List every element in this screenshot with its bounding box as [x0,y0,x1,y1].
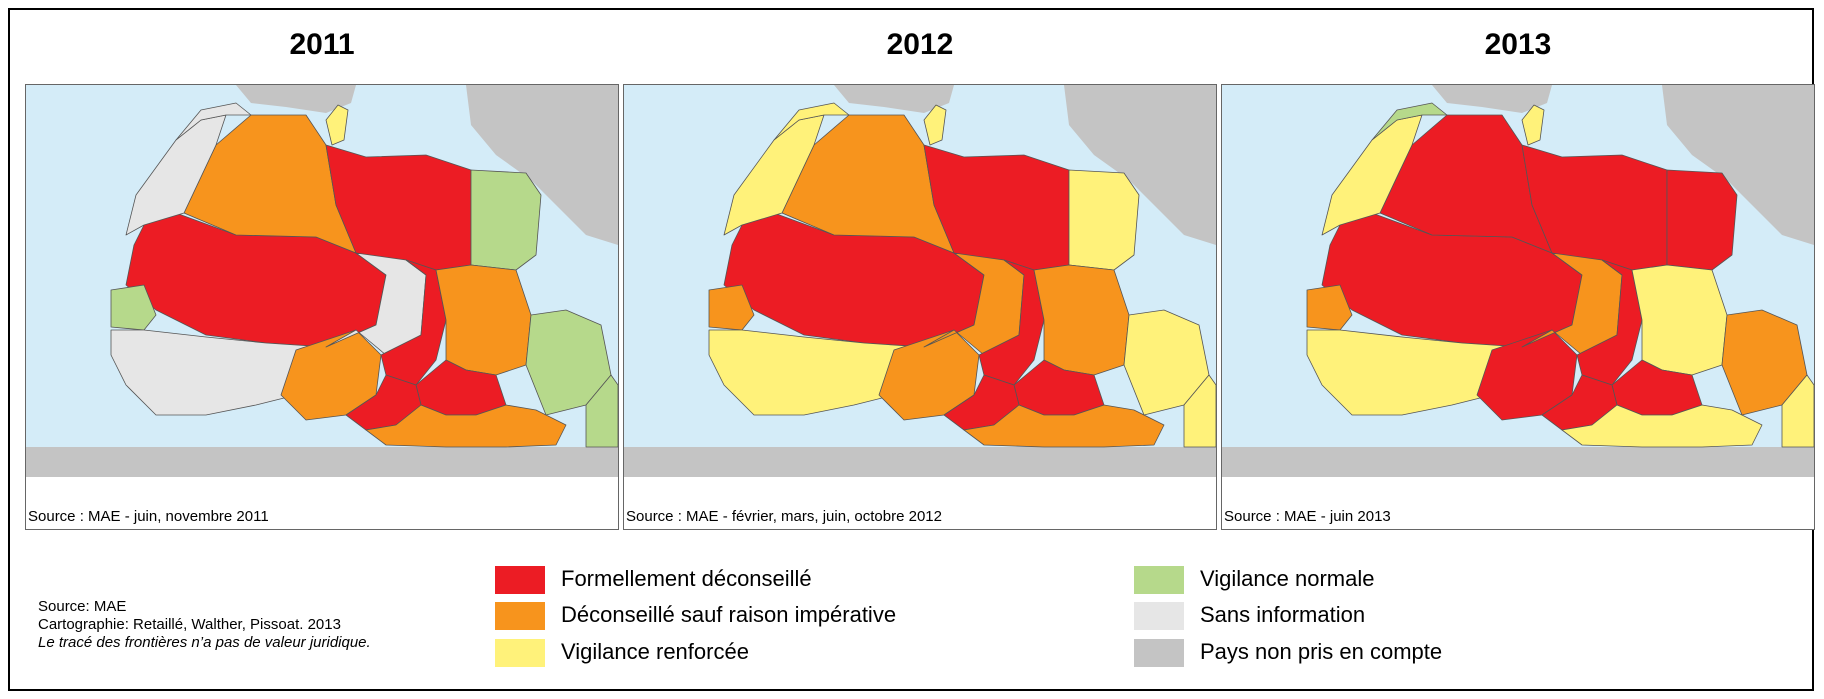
region-senegal [110,284,157,331]
map-source-2011: Source : MAE - juin, novembre 2011 [28,508,269,525]
legend-swatch [1134,639,1184,667]
land-other-north [1432,85,1552,113]
region-somalia [585,374,618,448]
region-egypt [1068,169,1140,271]
land-other-south [26,447,618,477]
land-other-south [624,447,1216,477]
credits-cartography: Cartographie: Retaillé, Walther, Pissoat… [38,616,341,633]
credits-block: Source: MAE Cartographie: Retaillé, Walt… [38,598,371,652]
region-somalia [1781,374,1814,448]
region-morocco [175,102,252,141]
region-morocco [1371,102,1448,141]
map-panel-2011: Source : MAE - juin, novembre 2011 [25,84,619,530]
map-source-2012: Source : MAE - février, mars, juin, octo… [626,508,942,525]
region-senegal [708,284,755,331]
region-tunisia [1521,104,1545,146]
year-title-2013: 2013 [1484,28,1552,61]
region-tunisia [923,104,947,146]
region-southStrip [963,404,1165,448]
legend-swatch [495,639,545,667]
land-other-northeast [466,85,618,245]
legend-swatch [495,566,545,594]
legend-label: Formellement déconseillé [561,566,812,591]
region-somalia [1183,374,1216,448]
map-2012 [624,85,1216,477]
legend-label: Vigilance normale [1200,566,1375,591]
map-panel-2013: Source : MAE - juin 2013 [1221,84,1815,530]
credits-border-note: Le tracé des frontières n’a pas de valeu… [38,634,371,651]
map-panel-2012: Source : MAE - février, mars, juin, octo… [623,84,1217,530]
legend-label: Déconseillé sauf raison impérative [561,602,897,627]
land-other-northeast [1662,85,1814,245]
legend-swatch [1134,602,1184,630]
land-other-north [236,85,356,113]
credits-source: Source: MAE [38,598,127,615]
land-other-north [834,85,954,113]
region-southStrip [1561,404,1763,448]
region-senegal [1306,284,1353,331]
legend-label: Pays non pris en compte [1200,639,1443,664]
region-sudan [1631,264,1728,376]
legend-label: Sans information [1200,602,1366,627]
legend-label: Vigilance renforcée [561,639,749,664]
region-tunisia [325,104,349,146]
region-sudan [1033,264,1130,376]
legend-swatch [1134,566,1184,594]
land-other-south [1222,447,1814,477]
land-other-northeast [1064,85,1216,245]
region-egypt [470,169,542,271]
map-2013 [1222,85,1814,477]
region-southStrip [365,404,567,448]
map-source-2013: Source : MAE - juin 2013 [1224,508,1391,525]
year-title-2012: 2012 [886,28,954,61]
region-sudan [435,264,532,376]
map-2011 [26,85,618,477]
region-egypt [1666,169,1738,271]
legend-swatch [495,602,545,630]
region-morocco [773,102,850,141]
year-title-2011: 2011 [289,28,355,61]
